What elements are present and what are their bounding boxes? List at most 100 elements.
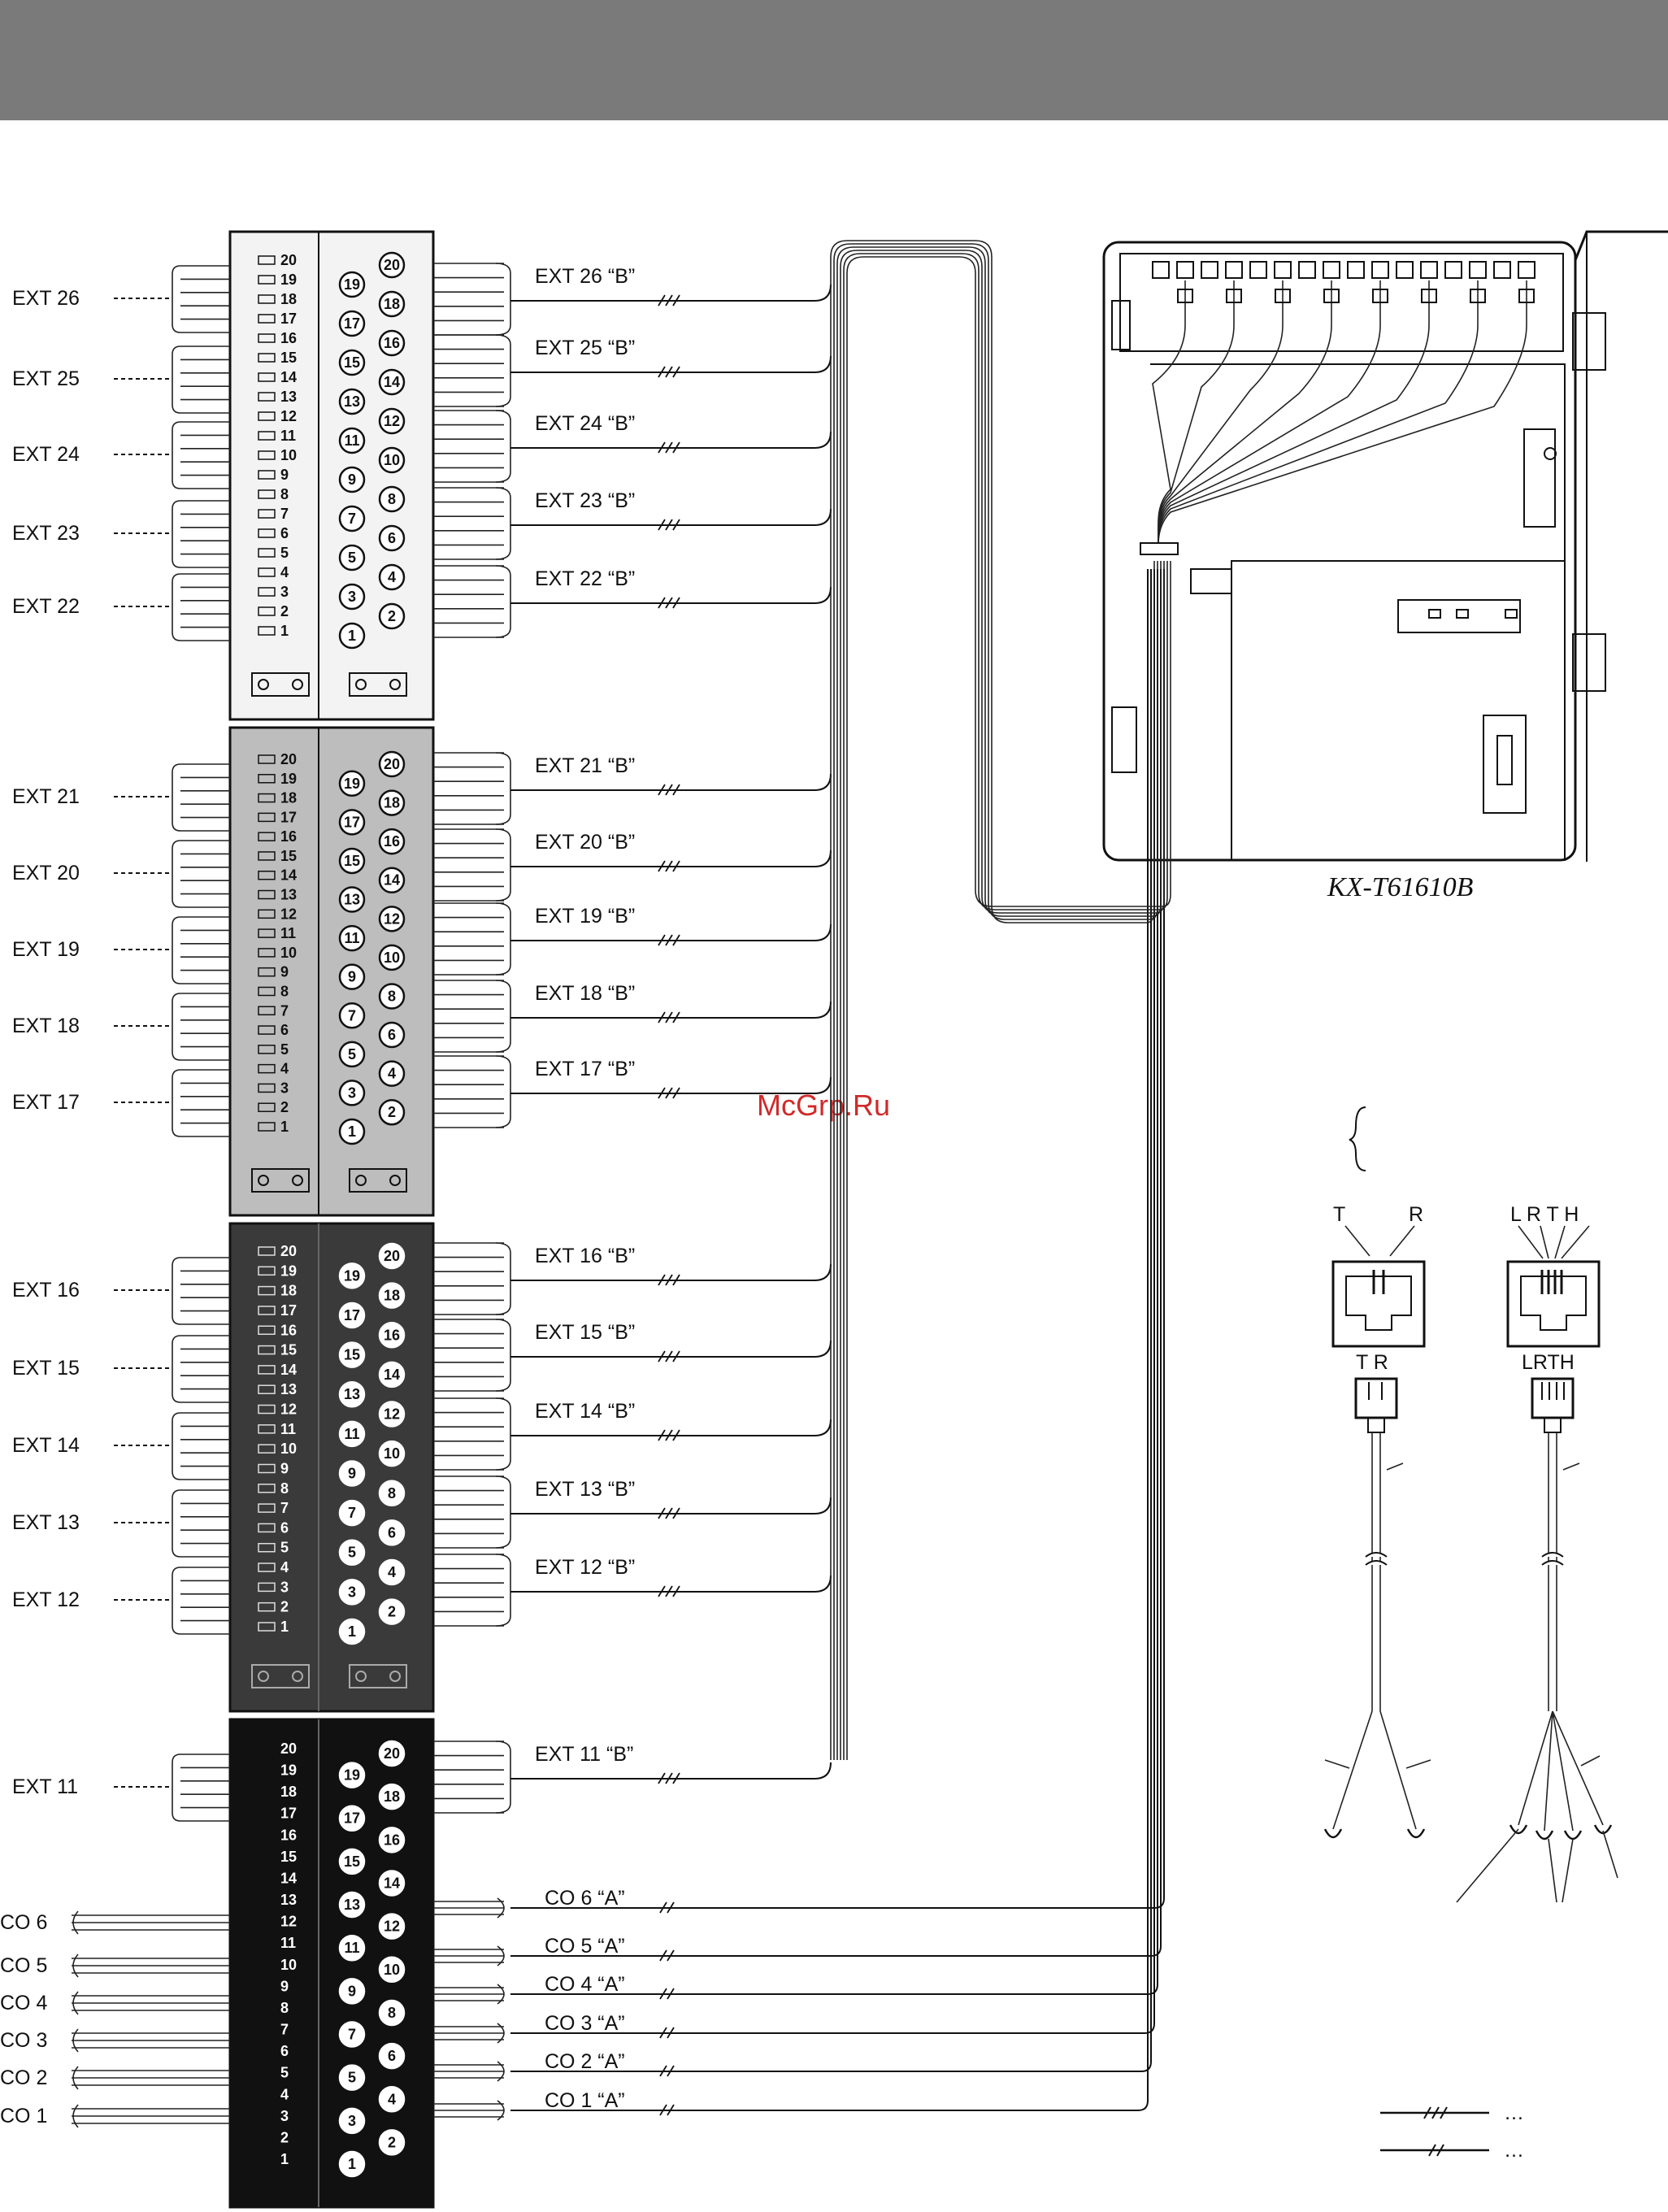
terminal-circle: [338, 2021, 366, 2048]
terminal-slot: [258, 470, 276, 480]
terminal-circle-number: 7: [348, 1505, 356, 1521]
co-left-label: CO 6: [0, 1911, 47, 1934]
ext-b-bracket: [495, 1055, 511, 1128]
terminal-circle: [338, 1762, 366, 1788]
wire-marker: [658, 519, 680, 531]
terminal-circle: [378, 944, 406, 971]
terminal-circle-number: 16: [384, 335, 400, 351]
ext-b-bracket: [495, 1319, 511, 1392]
ext-bundle-wire: [846, 256, 1171, 1760]
terminal-circle: [378, 1440, 406, 1467]
terminal-circle-number: 17: [344, 315, 360, 332]
terminal-circle: [338, 1805, 366, 1832]
terminal-number: 8: [280, 983, 289, 999]
terminal-number: 7: [280, 2022, 289, 2038]
co-a-bracket: [497, 2061, 505, 2082]
terminal-slot: [258, 626, 276, 636]
terminal-circle: [378, 1870, 406, 1897]
terminal-number: 8: [280, 486, 289, 502]
terminal-circle: [338, 1499, 366, 1527]
terminal-number: 17: [280, 1806, 297, 1822]
terminal-slot: [258, 909, 276, 919]
terminal-slot: [258, 392, 276, 402]
terminal-slot: [258, 528, 276, 538]
terminal-circle-number: 8: [388, 2005, 396, 2021]
wire-marker: [659, 1988, 675, 2000]
jack-cable: [1158, 280, 1332, 553]
ext-right-label: EXT 23 “B”: [535, 489, 635, 512]
co-left-label: CO 3: [0, 2029, 47, 2052]
terminal-number: 17: [280, 809, 297, 825]
terminal-circle: [338, 2107, 366, 2135]
jack-cable: [1158, 280, 1284, 553]
terminal-circle: [338, 886, 366, 913]
terminal-circle: [338, 427, 366, 454]
ext-left-label: EXT 21: [12, 785, 80, 808]
co-left-label: CO 2: [0, 2066, 47, 2089]
modular-plug-4wire: [1531, 1377, 1575, 1419]
terminal-circle: [378, 446, 406, 474]
terminal-circle-number: 15: [344, 1853, 360, 1870]
terminal-slot: [258, 567, 276, 577]
terminal-number: 10: [280, 1957, 297, 1973]
terminal-circle-number: 19: [344, 1767, 360, 1784]
screw-icon: [292, 1671, 303, 1682]
terminal-slot: [258, 889, 276, 900]
ext-b-bracket: [495, 1397, 511, 1471]
terminal-slot: [258, 774, 276, 784]
terminal-circle-number: 14: [384, 374, 400, 390]
terminal-slot: [258, 1083, 276, 1093]
terminal-number: 5: [280, 1041, 289, 1058]
terminal-slot: [258, 255, 276, 265]
ext-left-label: EXT 17: [12, 1091, 80, 1114]
terminal-number: 13: [280, 1381, 297, 1397]
lead-bracket: [172, 1257, 181, 1325]
terminal-circle: [338, 1080, 366, 1106]
ext-right-label: EXT 11 “B”: [535, 1743, 633, 1766]
terminal-circle: [378, 563, 406, 591]
terminal-number: 1: [280, 1119, 289, 1135]
jack-plug: [1177, 289, 1193, 303]
terminal-number: 10: [280, 945, 297, 961]
modular-jack: [1225, 261, 1243, 279]
terminal-circle-number: 16: [384, 1327, 400, 1343]
terminal-circle-number: 15: [344, 853, 360, 869]
terminal-number: 16: [280, 330, 297, 346]
jack-cable: [1158, 280, 1430, 553]
modular-plug-2wire: [1354, 1377, 1398, 1419]
terminal-circle: [378, 1361, 406, 1388]
terminal-circle: [378, 983, 406, 1010]
terminal-circle-number: 13: [344, 1897, 360, 1913]
terminal-number: 9: [280, 964, 289, 980]
modular-jack: [1371, 261, 1389, 279]
screw-icon: [355, 679, 367, 690]
terminal-circle-number: 7: [348, 2027, 356, 2043]
co-right-label: CO 1 “A”: [545, 2089, 625, 2112]
terminal-slot: [258, 1542, 276, 1553]
terminal-circle-number: 2: [388, 2134, 396, 2150]
terminal-number: 13: [280, 389, 297, 405]
terminal-circle: [338, 1579, 366, 1606]
terminal-slot: [258, 353, 276, 363]
terminal-circle: [338, 1934, 366, 1962]
ext-left-label: EXT 11: [12, 1775, 78, 1798]
terminal-circle-number: 11: [344, 1940, 359, 1956]
co-left-label: CO 5: [0, 1954, 47, 1977]
co-a-bracket: [497, 1945, 505, 1966]
terminal-circle: [338, 924, 366, 952]
terminal-circle-number: 9: [348, 1465, 356, 1481]
terminal-number: 16: [280, 828, 297, 845]
terminal-number: 9: [280, 1460, 289, 1476]
jack-plug: [1226, 289, 1242, 303]
terminal-slot: [258, 1122, 276, 1132]
plug-label-tr: T R: [1356, 1351, 1388, 1374]
terminal-circle-number: 11: [344, 432, 359, 449]
terminal-slot: [258, 1063, 276, 1074]
ext-b-bracket: [495, 1242, 511, 1315]
ext-right-label: EXT 14 “B”: [535, 1400, 635, 1423]
screw-icon: [292, 1175, 303, 1186]
terminal-number: 14: [280, 867, 297, 884]
terminal-circle: [378, 1598, 406, 1625]
jack-label-t: T: [1333, 1203, 1345, 1226]
